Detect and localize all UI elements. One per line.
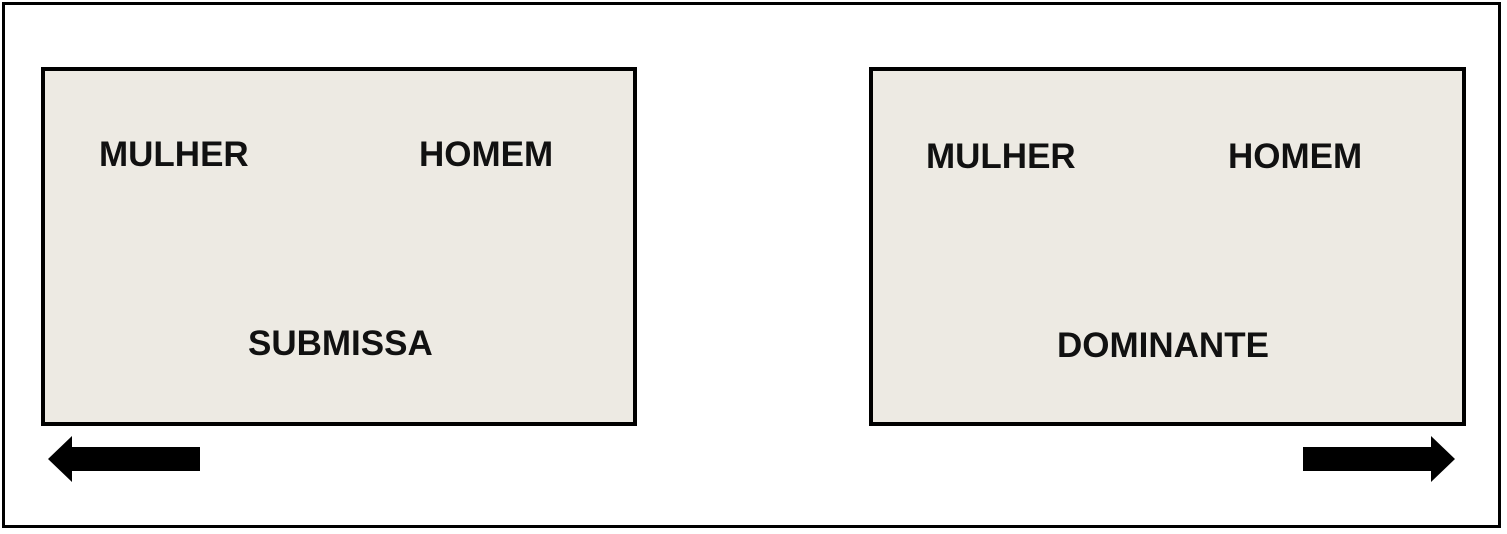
right-panel: MULHER HOMEM DOMINANTE bbox=[869, 67, 1466, 426]
left-panel-mulher-label: MULHER bbox=[99, 135, 249, 174]
left-panel-submissa-label: SUBMISSA bbox=[248, 324, 433, 363]
left-panel: MULHER HOMEM SUBMISSA bbox=[41, 67, 637, 426]
right-panel-homem-label: HOMEM bbox=[1228, 137, 1363, 176]
right-panel-dominante-label: DOMINANTE bbox=[1057, 326, 1269, 365]
arrow-right-icon bbox=[1303, 436, 1455, 482]
arrow-left-icon bbox=[48, 436, 200, 482]
right-panel-mulher-label: MULHER bbox=[926, 137, 1076, 176]
left-panel-homem-label: HOMEM bbox=[419, 135, 554, 174]
